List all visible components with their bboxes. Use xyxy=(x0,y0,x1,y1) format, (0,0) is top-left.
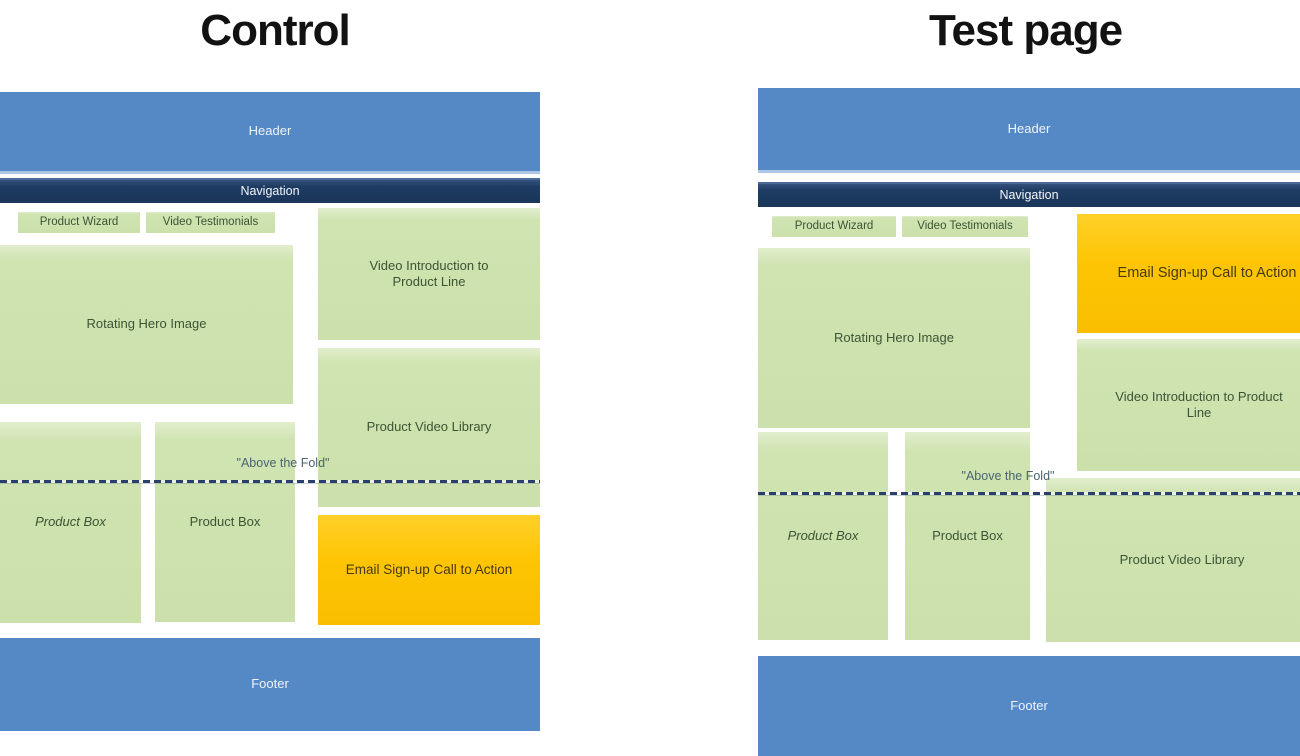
control-product-wizard-box: Product Wizard xyxy=(18,212,140,233)
control-above-the-fold-label: "Above the Fold" xyxy=(236,456,330,470)
test-product-wizard-box: Product Wizard xyxy=(772,216,896,237)
test-footer-box: Footer xyxy=(758,656,1300,756)
test-product-box-right: Product Box xyxy=(905,432,1030,640)
control-fold-dashed-line xyxy=(0,480,540,483)
test-rotating-hero-box: Rotating Hero Image xyxy=(758,248,1030,428)
test-panel-title: Test page xyxy=(928,6,1123,55)
test-video-introduction-box: Video Introduction to Product Line xyxy=(1077,339,1300,471)
control-video-testimonials-box: Video Testimonials xyxy=(146,212,275,233)
test-email-signup-cta-box: Email Sign-up Call to Action xyxy=(1077,214,1300,333)
control-email-signup-cta-box: Email Sign-up Call to Action xyxy=(318,515,540,625)
control-panel-title: Control xyxy=(200,6,350,55)
control-header-box: Header xyxy=(0,92,540,174)
test-above-the-fold-label: "Above the Fold" xyxy=(961,469,1055,483)
test-navigation-bar: Navigation xyxy=(758,182,1300,207)
control-product-video-library-box: Product Video Library xyxy=(318,348,540,507)
test-fold-dashed-line xyxy=(758,492,1300,495)
control-product-box-right: Product Box xyxy=(155,422,295,622)
test-product-video-library-box: Product Video Library xyxy=(1046,478,1300,642)
control-product-box-left: Product Box xyxy=(0,422,141,623)
test-video-testimonials-box: Video Testimonials xyxy=(902,216,1028,237)
test-header-box: Header xyxy=(758,88,1300,173)
control-rotating-hero-box: Rotating Hero Image xyxy=(0,245,293,404)
control-footer-box: Footer xyxy=(0,638,540,731)
test-product-box-left: Product Box xyxy=(758,432,888,640)
control-video-introduction-box: Video Introduction to Product Line xyxy=(318,208,540,340)
control-navigation-bar: Navigation xyxy=(0,178,540,203)
